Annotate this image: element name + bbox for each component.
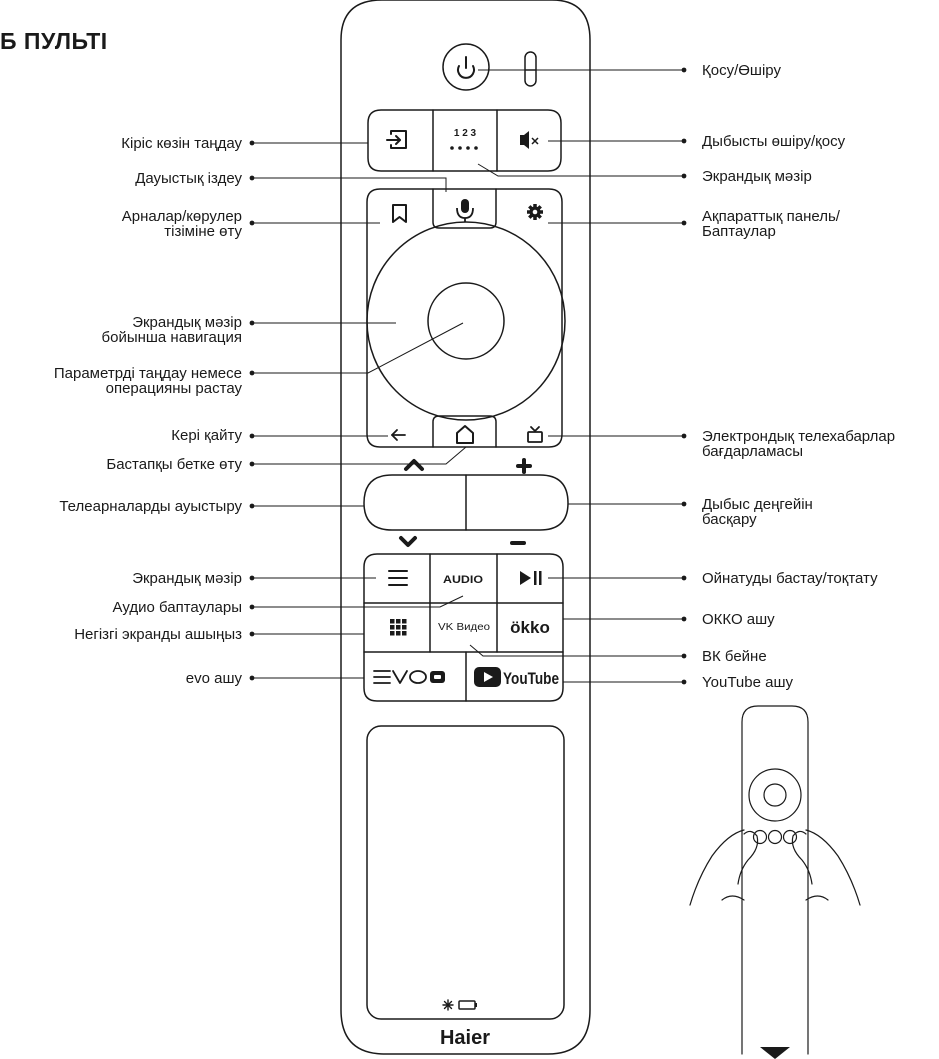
label-evo: evo ашу [185,670,242,687]
callout-dots-right [681,67,687,685]
numeric-key-label: 1 2 3 [454,128,477,139]
menu-icon [388,570,408,586]
youtube-key-label: YouTube [503,669,559,688]
channel-up-icon [404,459,424,471]
play-pause-icon [520,571,542,585]
label-back: Кері қайту [171,427,242,444]
voice-key[interactable] [432,188,497,229]
label-input-source: Кіріс көзін таңдау [121,135,242,152]
dpad-ring[interactable] [366,221,566,421]
remote-body [340,0,591,1055]
numeric-dots-icon [450,146,478,150]
okko-key-label: ökko [510,618,550,637]
vk-key-label: VK Видео [438,622,490,633]
gear-icon [527,204,543,220]
label-screen-menu: Экрандық мәзір [702,168,812,185]
power-button[interactable] [442,43,490,91]
mic-icon [456,199,474,222]
mute-icon [520,131,539,149]
tv-guide-icon [527,426,543,443]
brand-logo: Haier [440,1027,490,1049]
label-okko: ОККО ашу [702,611,775,628]
touchpad[interactable] [366,725,565,1020]
rocker-key[interactable] [363,474,569,531]
youtube-logo-icon [474,667,501,687]
battery-icon [458,1000,477,1010]
home-icon [456,425,474,444]
evo-tv-badge-inner [434,675,441,679]
volume-up-icon [516,458,532,474]
home-key[interactable] [432,415,497,448]
label-audio-settings: Аудио баптаулары [112,599,242,616]
power-icon [457,56,475,79]
audio-key-label: AUDIO [443,574,483,586]
callout-dots-left [249,140,255,681]
label-main-screen: Негізгі экранды ашыңыз [74,626,242,643]
label-power: Қосу/Өшіру [702,62,781,79]
mic-hole [524,51,537,87]
label-menu: Экрандық мәзір [132,570,242,587]
bookmark-icon [392,204,407,223]
input-icon [386,130,407,149]
label-vk-video: ВК бейне [702,648,767,665]
hand-illustration [689,705,861,1055]
back-arrow-icon [391,429,406,441]
ok-button[interactable] [427,282,505,360]
apps-grid-icon [390,619,407,636]
channel-down-icon [399,536,417,547]
label-youtube: YouTube ашу [702,674,793,691]
status-light-icon [442,999,454,1011]
label-home: Бастапқы бетке өту [106,456,242,473]
label-info-panel: Ақпараттық панель/Баптаулар [702,208,840,240]
dpad-panel [366,188,563,448]
label-channel-switch: Телеарналарды ауыстыру [59,498,242,515]
callout-lines-left [252,142,467,679]
label-mute: Дыбысты өшіру/қосу [702,133,846,150]
label-voice-search: Дауыстық іздеу [135,170,242,187]
function-grid [363,553,564,702]
down-arrow-icon [760,1047,790,1059]
top-key-row [367,109,562,172]
callout-lines-right [469,69,684,683]
evo-logo-icon [373,670,427,684]
page-title: Б ПУЛЬТІ [0,28,108,54]
label-play-pause: Ойнатуды бастау/тоқтату [702,570,878,587]
